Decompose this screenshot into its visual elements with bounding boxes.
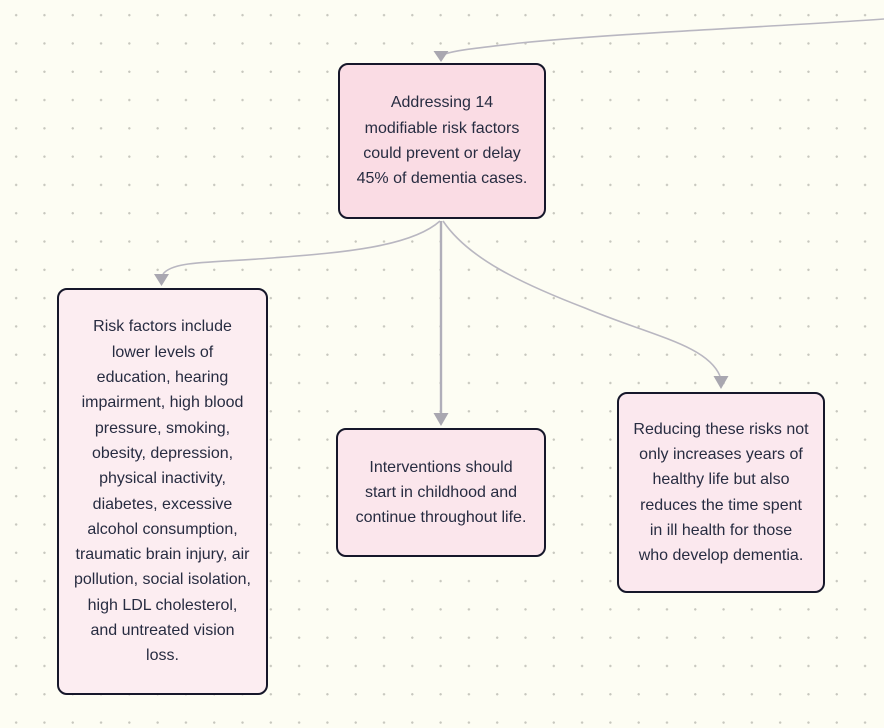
node-risk-factors[interactable]: Risk factors include lower levels of edu… bbox=[57, 288, 268, 695]
arrowhead-interventions bbox=[433, 413, 449, 426]
edge-root-to-benefits[interactable] bbox=[442, 220, 721, 377]
node-interventions[interactable]: Interventions should start in childhood … bbox=[336, 428, 546, 557]
node-root-dementia-prevention[interactable]: Addressing 14 modifiable risk factors co… bbox=[338, 63, 546, 219]
arrowhead-risk-factors bbox=[154, 274, 169, 286]
edge-root-to-risk-factors[interactable] bbox=[162, 220, 441, 275]
arrowhead-root bbox=[433, 51, 449, 62]
edge-parent-to-root[interactable] bbox=[444, 18, 884, 55]
node-risk-factors-text: Risk factors include lower levels of edu… bbox=[74, 318, 251, 665]
arrowhead-benefits bbox=[713, 376, 729, 389]
node-benefits-text: Reducing these risks not only increases … bbox=[633, 420, 809, 565]
node-root-text: Addressing 14 modifiable risk factors co… bbox=[356, 94, 528, 188]
node-benefits[interactable]: Reducing these risks not only increases … bbox=[617, 392, 825, 593]
node-interventions-text: Interventions should start in childhood … bbox=[355, 458, 527, 527]
